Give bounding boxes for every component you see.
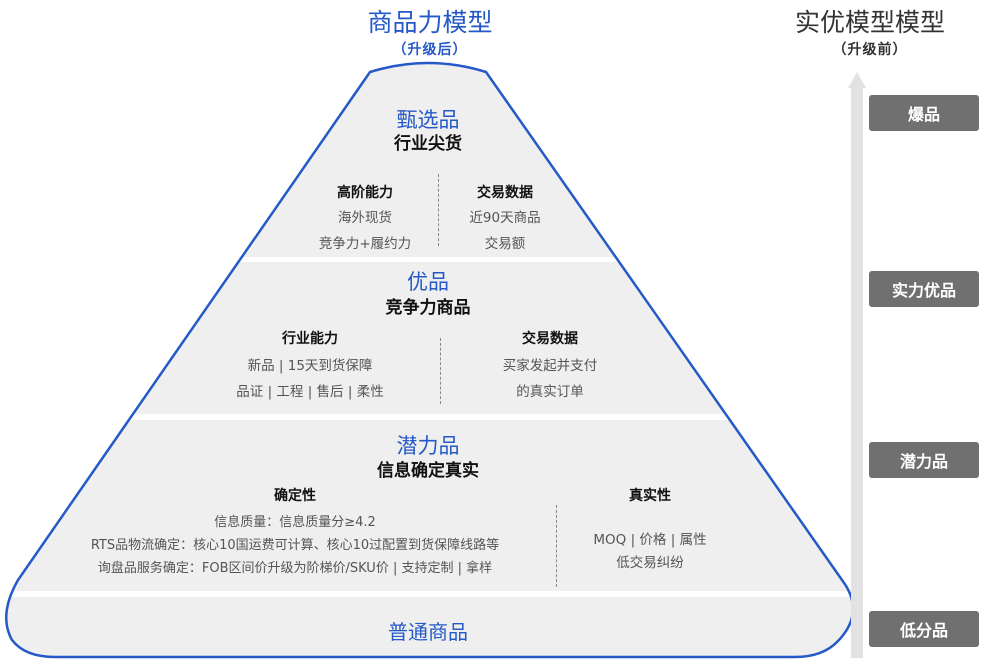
tier1-right-line: 近90天商品 [469,210,541,226]
new-model-subtitle: （升级后） [392,42,468,58]
tier1-right-line: 交易额 [484,236,526,252]
tier2-left-line: 品证 | 工程 | 售后 | 柔性 [236,384,384,400]
tier2-left-head: 行业能力 [282,331,338,347]
tier1-name: 甄选品 [396,108,460,132]
tier2-desc: 竞争力商品 [385,298,471,318]
tier3-name: 潜力品 [396,434,460,458]
tier2-right-line: 的真实订单 [516,384,584,400]
tier3-desc: 信息确定真实 [377,461,479,481]
tier-band-lower [6,420,854,591]
legacy-level-badge: 潜力品 [869,442,979,478]
tier3-left-line: 询盘品服务确定：FOB区间价升级为阶梯价/SKU价 | 支持定制 | 拿样 [97,561,493,576]
tier1-left-line: 海外现货 [338,210,392,226]
tier3-left-line: RTS品物流确定：核心10国运费可计算、核心10过配置到货保障线路等 [90,538,500,553]
legacy-level-badge: 低分品 [869,611,979,647]
tier1-desc: 行业尖货 [394,134,462,154]
up-arrow-icon [848,72,866,88]
tier2-divider [440,338,441,404]
tier2-left-line: 新品 | 15天到货保障 [247,358,373,374]
tier3-right-line: 低交易纠纷 [616,555,684,571]
pyramid-outline [5,61,855,659]
legacy-level-badge: 爆品 [869,95,979,131]
tier3-left-head: 确定性 [274,488,316,504]
tier2-name: 优品 [407,270,449,294]
tier3-right-line: MOQ | 价格 | 属性 [593,532,707,548]
tier3-right-head: 真实性 [629,488,671,504]
tier1-left-line: 竞争力+履约力 [318,236,412,252]
old-model-subtitle: （升级前） [832,42,908,58]
old-model-title: 实优模型模型 [794,8,945,37]
tier1-right-head: 交易数据 [477,185,533,201]
tier1-left-head: 高阶能力 [337,185,393,201]
up-arrow-shaft [851,88,863,658]
legacy-level-badge: 实力优品 [869,271,979,307]
tier-band-base [6,597,854,657]
new-model-title: 商品力模型 [367,8,493,37]
tier3-left-line: 信息质量：信息质量分≥4.2 [214,515,376,530]
tier1-divider [438,174,439,246]
tier3-divider [556,505,557,587]
tier2-right-line: 买家发起并支付 [502,358,598,374]
tier2-right-head: 交易数据 [522,331,578,347]
base-tier-name: 普通商品 [388,620,468,644]
